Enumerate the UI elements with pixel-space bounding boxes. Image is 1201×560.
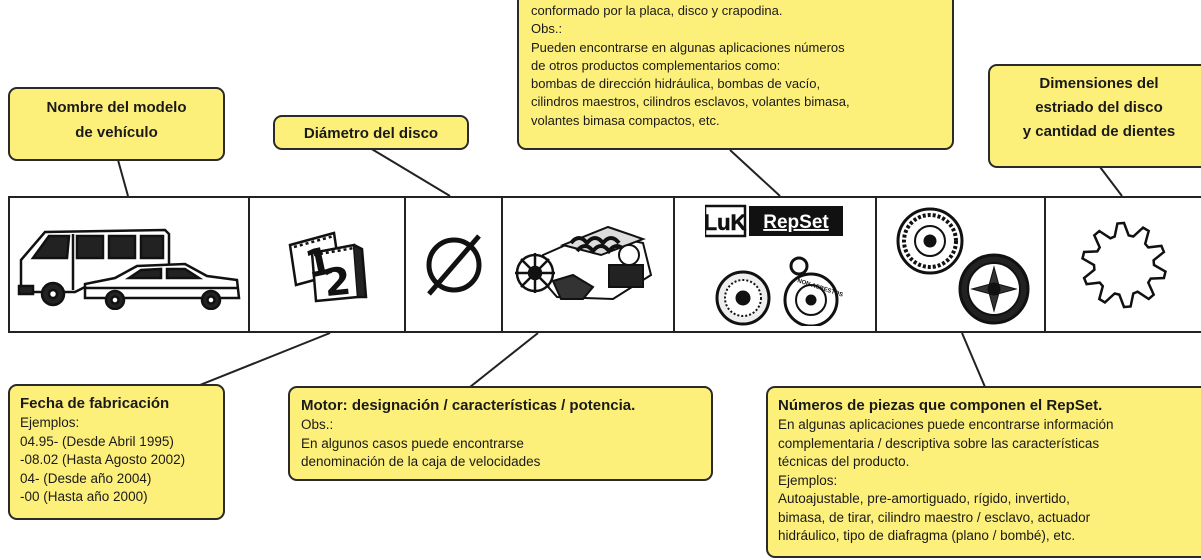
disc-diameter-title: Diámetro del disco: [303, 125, 439, 142]
clutch-parts-icon: [896, 207, 1030, 324]
engine-box: Motor: designación / características / p…: [288, 386, 713, 481]
top-line: cilindros maestros, cilindros esclavos, …: [531, 94, 850, 110]
top-line: volantes bimasa compactos, etc.: [531, 112, 720, 128]
repset-parts-box: Números de piezas que componen el RepSet…: [766, 386, 1201, 558]
vehicle-cell: [10, 198, 250, 331]
connector-diameter: [369, 147, 451, 197]
top-line: Pueden encontrarse en algunas aplicacion…: [531, 39, 845, 55]
date-line: -08.02 (Hasta Agosto 2002): [20, 452, 186, 467]
calendar-cell: 1 2: [250, 198, 407, 331]
vehicle-model-box: Nombre del modelo de vehículo: [8, 87, 225, 161]
top-line: Obs.:: [531, 21, 563, 37]
engine-title: Motor: designación / características / p…: [301, 397, 636, 414]
parts-line: Autoajustable, pre-amortiguado, rígido, …: [778, 491, 1070, 506]
spline-cell: [1046, 198, 1201, 331]
disc-diameter-box: Diámetro del disco: [273, 115, 469, 150]
vehicle-model-line: de vehículo: [75, 124, 158, 141]
diameter-cell: [406, 198, 504, 331]
connector-date: [199, 332, 331, 386]
spline-line: y cantidad de dientes: [1022, 123, 1176, 140]
spline-line: Dimensiones del: [1039, 75, 1159, 92]
top-line: de otros productos complementarios como:: [531, 57, 781, 73]
engine-icon: [515, 225, 653, 300]
luk-logo-text: LuK: [705, 210, 746, 235]
parts-line: técnicas del producto.: [778, 454, 910, 469]
vehicle-icon: [17, 228, 241, 310]
icon-strip: 1 2: [8, 196, 1201, 333]
parts-line: En algunas aplicaciones puede encontrars…: [778, 417, 1114, 432]
top-info-box: conformado por la placa, disco y crapodi…: [517, 0, 954, 150]
parts-line: hidráulico, tipo de diafragma (plano / b…: [778, 528, 1076, 543]
parts-line: bimasa, de tirar, cilindro maestro / esc…: [778, 509, 1091, 525]
spline-dimensions-box: Dimensiones del estriado del disco y can…: [988, 64, 1201, 168]
connector-top: [729, 149, 781, 197]
calendar-icon: 1 2: [288, 230, 368, 305]
engine-line: En algunos casos puede encontrarse: [301, 435, 524, 451]
connector-parts: [961, 332, 986, 388]
top-line: bombas de dirección hidráulica, bombas d…: [531, 76, 821, 92]
parts-line: Ejemplos:: [778, 472, 838, 488]
date-line: 04.95- (Desde Abril 1995): [20, 433, 174, 449]
repset-kit-icon: LuK RepSet NON ASBESTOS: [704, 204, 843, 326]
repset-parts-title: Números de piezas que componen el RepSet…: [778, 397, 1103, 414]
connector-engine: [469, 332, 539, 388]
diameter-symbol-icon: [426, 233, 482, 296]
engine-line: denominación de la caja de velocidades: [301, 454, 541, 469]
repset-cell: LuK RepSet NON ASBESTOS: [675, 198, 877, 331]
parts-line: complementaria / descriptiva sobre las c…: [778, 435, 1100, 451]
calendar-digit-2: 2: [322, 258, 353, 304]
spline-line: estriado del disco: [1035, 99, 1163, 116]
repset-logo-text: RepSet: [763, 212, 829, 233]
engine-cell: [503, 198, 675, 331]
manufacture-date-title: Fecha de fabricación: [20, 395, 170, 412]
date-line: Ejemplos:: [20, 415, 80, 430]
date-line: -00 (Hasta año 2000): [20, 489, 148, 504]
spline-gear-icon: [1080, 221, 1167, 308]
connector-spline: [1099, 166, 1123, 197]
top-line: conformado por la placa, disco y crapodi…: [531, 3, 783, 18]
manufacture-date-box: Fecha de fabricación Ejemplos: 04.95- (D…: [8, 384, 225, 520]
date-line: 04- (Desde año 2004): [20, 470, 152, 486]
vehicle-model-line: Nombre del modelo: [46, 99, 187, 116]
connector-model: [117, 159, 129, 197]
clutch-parts-cell: [877, 198, 1047, 331]
engine-line: Obs.:: [301, 417, 334, 432]
